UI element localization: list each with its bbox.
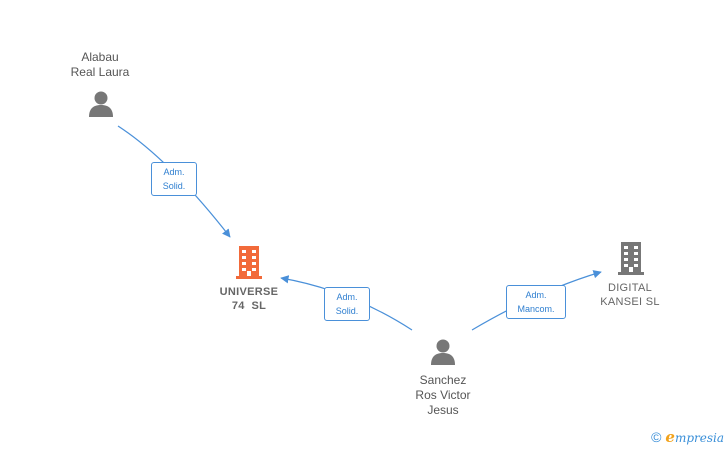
person-label-alabau-line-1: Alabau (81, 50, 119, 64)
company-label-universe-line-1: UNIVERSE (219, 286, 279, 298)
building-icon[interactable] (616, 240, 646, 276)
person-label-sanchez-line-3: Jesus (427, 403, 459, 417)
role-badge-line: Solid. (335, 306, 359, 316)
copyright-symbol: © (651, 429, 662, 445)
person-icon[interactable] (429, 338, 457, 366)
person-icon[interactable] (87, 90, 115, 118)
person-label-alabau: Alabau Real Laura (50, 50, 150, 80)
role-badge-alabau-universe: Adm. Solid. (151, 162, 197, 196)
role-badge-sanchez-universe: Adm. Solid. (324, 287, 370, 321)
brand-logo-text: mpresia (674, 431, 724, 445)
company-label-digital-line-2: KANSEI SL (600, 296, 660, 308)
footer-brand: ©empresia (651, 428, 724, 446)
company-label-digital[interactable]: DIGITAL KANSEI SL (580, 281, 680, 309)
role-badge-line: Adm. (163, 167, 185, 177)
brand-logo-initial: e (665, 428, 675, 446)
role-badge-line: Solid. (162, 181, 186, 191)
person-label-sanchez-line-2: Ros Victor (415, 388, 471, 402)
role-badge-sanchez-digital: Adm. Mancom. (506, 285, 566, 319)
role-badge-line: Mancom. (517, 304, 555, 314)
role-badge-line: Adm. (336, 292, 358, 302)
person-label-sanchez: Sanchez Ros Victor Jesus (391, 373, 495, 418)
person-label-alabau-line-2: Real Laura (70, 65, 130, 79)
person-label-sanchez-line-1: Sanchez (419, 373, 467, 387)
company-label-universe[interactable]: UNIVERSE 74 SL (199, 285, 299, 313)
company-label-digital-line-1: DIGITAL (607, 282, 653, 294)
role-badge-line: Adm. (525, 290, 547, 300)
company-label-universe-line-2: 74 SL (231, 300, 267, 312)
building-icon[interactable] (234, 244, 264, 280)
